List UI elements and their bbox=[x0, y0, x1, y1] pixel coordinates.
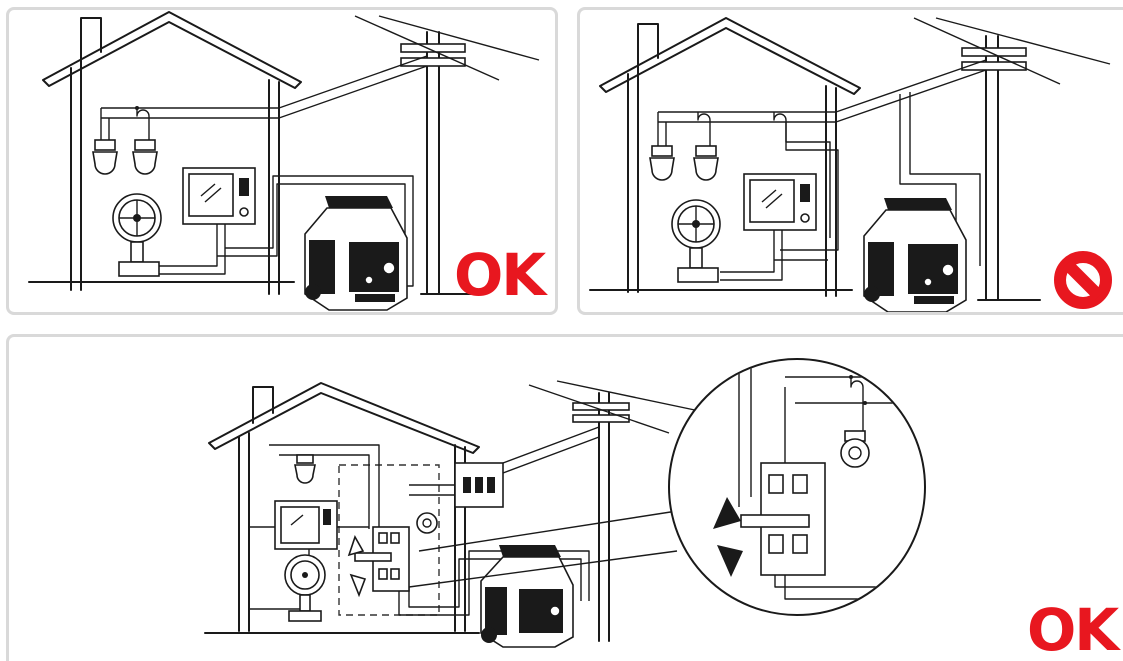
fan-icon bbox=[672, 200, 720, 282]
television-icon bbox=[744, 174, 816, 230]
status-ok-label: OK bbox=[454, 246, 544, 304]
light-bulb-icon bbox=[93, 140, 117, 174]
television-icon bbox=[275, 501, 337, 549]
prohibited-icon bbox=[1053, 250, 1113, 310]
magnified-switch-detail bbox=[669, 357, 925, 615]
status-ok-label: OK bbox=[1027, 601, 1117, 659]
house-outline bbox=[590, 18, 860, 296]
light-bulb-icon bbox=[295, 455, 315, 483]
generator-icon bbox=[305, 196, 407, 310]
house-generator-illustration bbox=[580, 10, 1123, 315]
house-outline bbox=[29, 12, 301, 294]
light-bulb-icon bbox=[133, 140, 157, 174]
fan-icon bbox=[285, 555, 325, 621]
meter-icon bbox=[417, 513, 437, 533]
television-icon bbox=[183, 168, 255, 224]
panel-connection-prohibited bbox=[577, 7, 1123, 315]
fan-icon bbox=[113, 194, 161, 276]
breaker-box bbox=[455, 463, 503, 507]
generator-icon bbox=[864, 198, 966, 312]
panel-direct-connection-ok: OK bbox=[6, 7, 558, 315]
up-down-arrow-icon bbox=[349, 537, 365, 595]
panel-transfer-switch-ok: OK bbox=[6, 334, 1123, 661]
light-bulb-icon bbox=[650, 146, 674, 180]
generator-icon bbox=[481, 545, 573, 647]
transfer-switch-illustration bbox=[9, 337, 1123, 661]
light-bulb-icon bbox=[694, 146, 718, 180]
house-outline bbox=[205, 383, 479, 633]
